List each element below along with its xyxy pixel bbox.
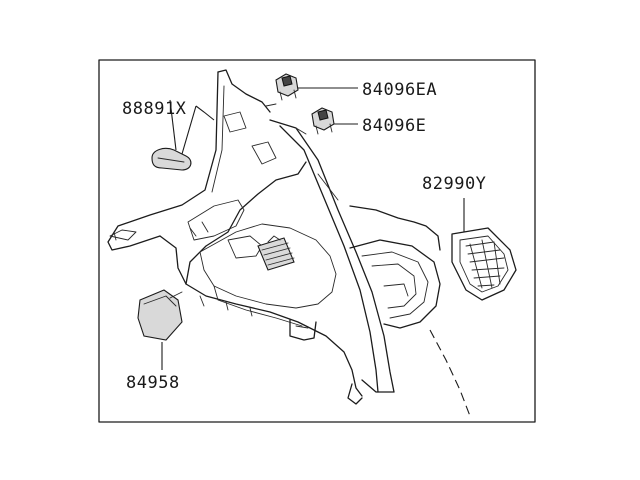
part-number-84958: 84958 [126,373,180,393]
cover-illustration [151,147,192,171]
clip-e-illustration [311,107,335,135]
lid-illustration [137,289,183,341]
diagram-frame [98,59,536,423]
part-number-88891x: 88891X [122,99,187,119]
leader-lines [161,87,471,417]
part-number-82990y: 82990Y [422,174,486,194]
clip-ea-illustration [275,73,299,101]
part-number-84096ea: 84096EA [362,80,437,100]
trim-panel [107,69,441,405]
part-number-84096e: 84096E [362,116,426,136]
vent-illustration [451,227,517,301]
